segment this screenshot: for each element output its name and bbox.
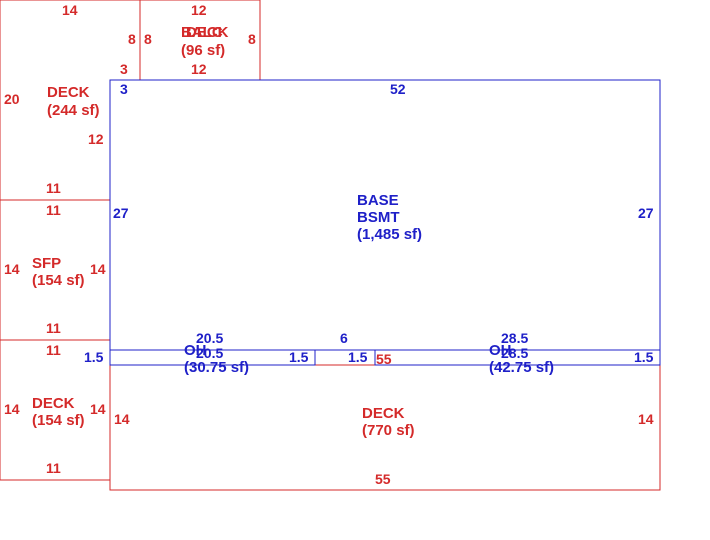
overhang-right-area: (42.75 sf) bbox=[489, 359, 554, 376]
dim-overhang-right-right: 1.5 bbox=[634, 349, 654, 365]
deck-large-name: DECK bbox=[362, 405, 405, 422]
dim-balcony-top: 12 bbox=[191, 2, 207, 18]
dim-sfp-right: 14 bbox=[90, 261, 106, 277]
dim-overhang-left-left: 1.5 bbox=[84, 349, 104, 365]
dim-base-right: 27 bbox=[638, 205, 654, 221]
overhang-right-outline bbox=[374, 349, 661, 366]
overhang-left-area: (30.75 sf) bbox=[184, 359, 249, 376]
dim-deck-large-bottom: 55 bbox=[375, 471, 391, 487]
base-bsmt-line1: BASE bbox=[357, 192, 399, 209]
dim-top-left-top: 14 bbox=[62, 2, 78, 18]
deck-large-area: (770 sf) bbox=[362, 422, 415, 439]
dim-deck-large-left: 14 bbox=[114, 411, 130, 427]
dim-overhang-left-right: 1.5 bbox=[289, 349, 309, 365]
dim-sfp-bottom: 11 bbox=[46, 320, 61, 336]
dim-overhang-right-bottom: 28.5 bbox=[501, 345, 528, 361]
dim-top-left-right: 12 bbox=[88, 131, 104, 147]
deck-bottom-left-name: DECK bbox=[32, 395, 75, 412]
dim-base-top: 52 bbox=[390, 81, 406, 97]
dim-balcony-right: 8 bbox=[248, 31, 256, 47]
deck-bottom-left-area: (154 sf) bbox=[32, 412, 85, 429]
overhang-left-name: OH bbox=[184, 342, 207, 359]
dim-overhang-right-top: 28.5 bbox=[501, 330, 528, 346]
dim-gap: 6 bbox=[340, 330, 348, 346]
dim-bottom-left-left: 14 bbox=[4, 401, 20, 417]
dim-overhang-left-top: 20.5 bbox=[196, 330, 223, 346]
overhang-left-outline bbox=[109, 349, 316, 366]
dim-top-left-notch: 3 bbox=[120, 61, 128, 77]
dim-bottom-left-bottom: 11 bbox=[46, 460, 61, 476]
dim-gap-side: 1.5 bbox=[348, 349, 368, 365]
dim-base-left: 27 bbox=[113, 205, 129, 221]
dim-balcony-left-outer: 8 bbox=[128, 31, 136, 47]
dim-bottom-left-top: 11 bbox=[46, 342, 61, 358]
base-bsmt-area: (1,485 sf) bbox=[357, 226, 422, 243]
sfp-area: (154 sf) bbox=[32, 272, 85, 289]
dim-top-left-bottom: 11 bbox=[46, 180, 61, 196]
dim-sfp-top: 11 bbox=[46, 202, 61, 218]
dim-sfp-left: 14 bbox=[4, 261, 20, 277]
dim-deck-large-top: 55 bbox=[376, 351, 392, 367]
dim-balcony-left-inner: 8 bbox=[144, 31, 152, 47]
balcony-area: (96 sf) bbox=[181, 42, 225, 59]
dim-bottom-left-right: 14 bbox=[90, 401, 106, 417]
overhang-right-name: OH bbox=[489, 342, 512, 359]
dim-base-notch: 3 bbox=[120, 81, 128, 97]
deck-top-left-name: DECK bbox=[47, 84, 90, 101]
dim-top-left-left: 20 bbox=[4, 91, 20, 107]
deck-top-left-area: (244 sf) bbox=[47, 102, 100, 119]
dim-balcony-bottom: 12 bbox=[191, 61, 207, 77]
base-bsmt-line2: BSMT bbox=[357, 209, 400, 226]
dim-deck-large-right: 14 bbox=[638, 411, 654, 427]
balcony-label-b: DECK bbox=[186, 24, 229, 41]
sfp-name: SFP bbox=[32, 255, 61, 272]
balcony-label-a: BALC bbox=[181, 24, 223, 41]
dim-overhang-left-bottom: 20.5 bbox=[196, 345, 223, 361]
